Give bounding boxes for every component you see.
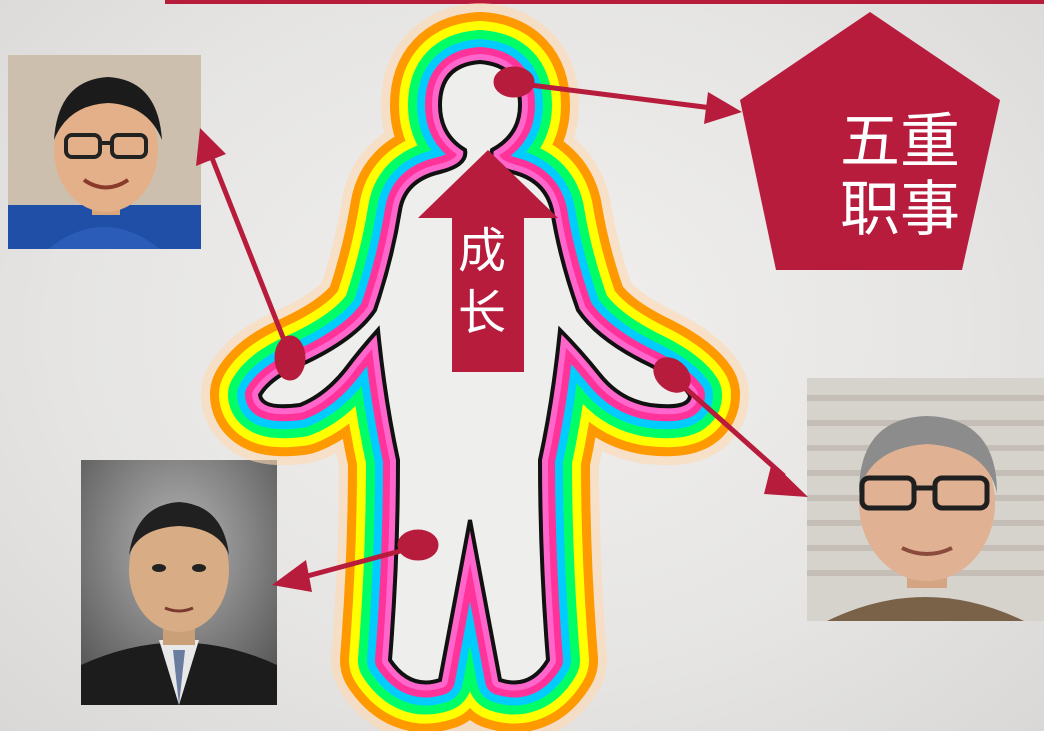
growth-label-text: 成长	[458, 223, 507, 341]
hand-dot-icon	[274, 335, 306, 381]
growth-arrow-icon	[418, 150, 558, 372]
top-rule	[165, 0, 1044, 4]
portrait-icon	[807, 378, 1044, 621]
pentagon-label: 五重 职事	[800, 108, 1000, 244]
portrait-bottom-left	[81, 460, 277, 705]
portrait-icon	[8, 55, 201, 249]
head-dot-icon	[493, 66, 535, 98]
portrait-right	[807, 378, 1044, 621]
portrait-icon	[81, 460, 277, 705]
portrait-top-left	[8, 55, 201, 249]
arrowhead-icon	[196, 128, 226, 166]
connector-arrows	[196, 66, 808, 592]
arrowhead-icon	[272, 560, 312, 592]
arrowhead-icon	[764, 462, 808, 497]
pentagon-icon	[740, 12, 1000, 270]
pentagon-line-2: 职事	[840, 175, 960, 245]
growth-label: 成长	[452, 220, 512, 344]
knee-dot-icon	[397, 529, 439, 561]
pentagon-line-1: 五重	[840, 107, 960, 177]
arrowhead-icon	[704, 92, 742, 124]
